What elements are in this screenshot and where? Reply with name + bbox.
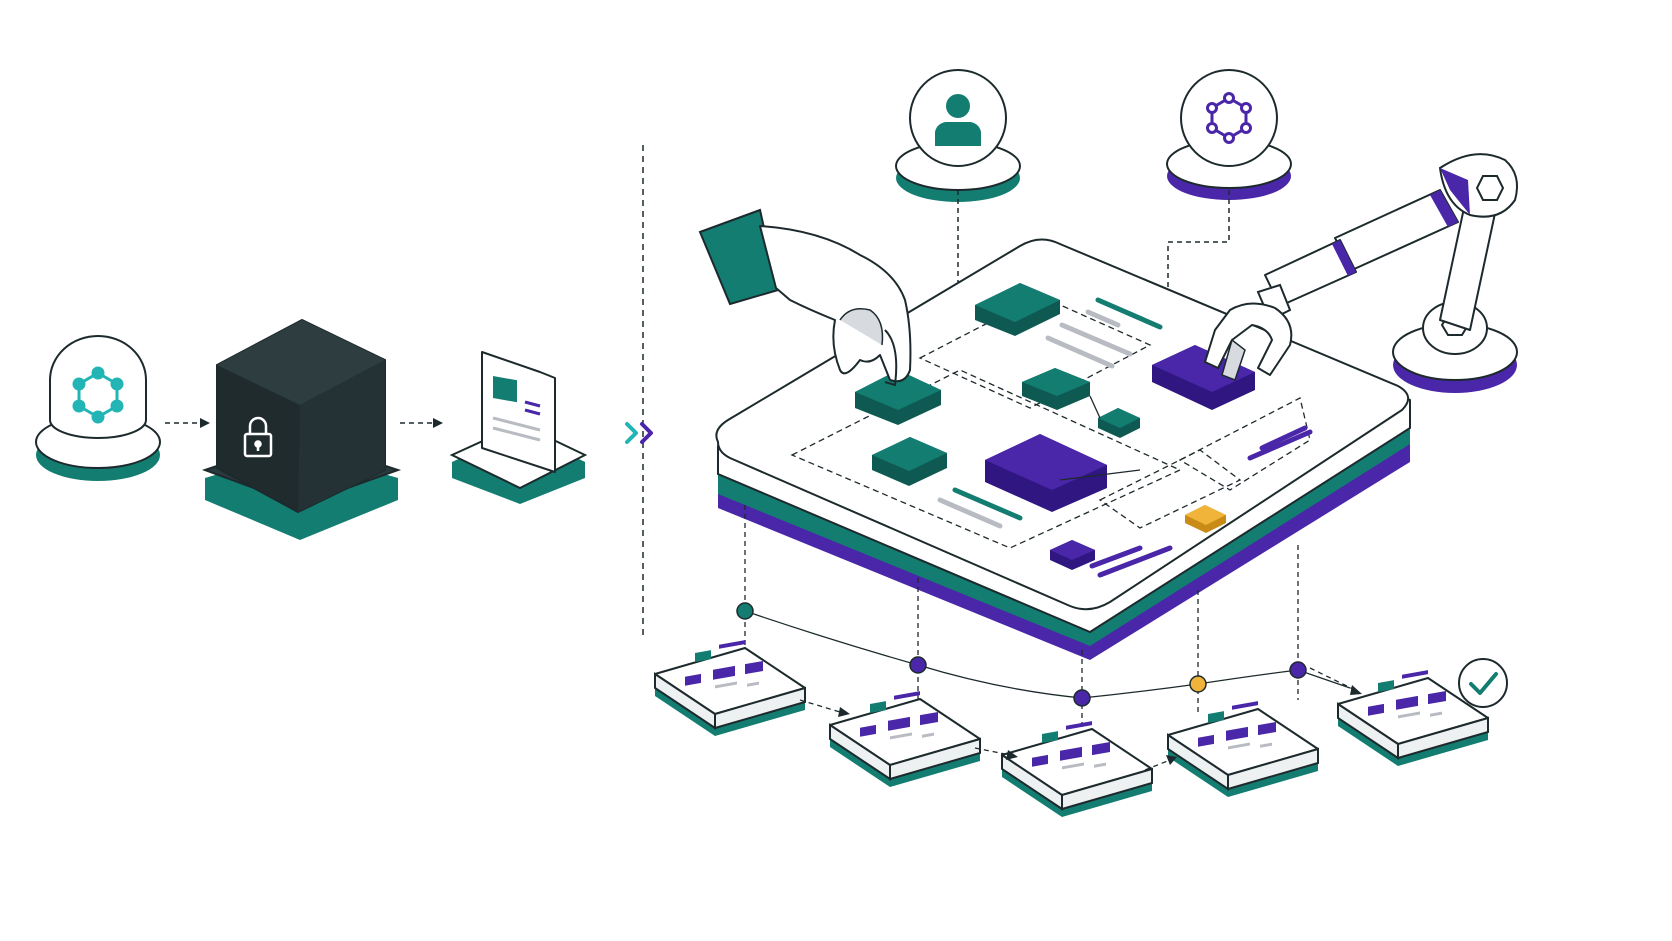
- amber-block: [1185, 505, 1226, 533]
- timeline-marker: [736, 602, 754, 620]
- model-node: [1166, 69, 1292, 300]
- timeline-markers: [736, 602, 1307, 707]
- teal-block-held: [855, 370, 941, 425]
- teal-block-2: [1022, 368, 1090, 410]
- person-icon: [935, 94, 981, 146]
- output-card-4: [1167, 700, 1319, 798]
- document-icon: [481, 351, 556, 473]
- timeline-marker: [909, 656, 927, 674]
- card-flow-arrows: [799, 667, 1362, 771]
- human-hand-icon: [698, 208, 912, 387]
- purple-block-small: [1050, 540, 1095, 570]
- output-card-1: [654, 639, 806, 737]
- checkmark-icon: [1458, 658, 1508, 708]
- output-card-3: [1001, 720, 1153, 818]
- teal-block-4: [872, 437, 947, 486]
- secure-vault: [201, 318, 402, 540]
- document-card: [449, 351, 588, 504]
- arrow-1: [165, 418, 210, 428]
- network-hexagon-icon: [72, 366, 124, 424]
- double-chevron-icon: [625, 422, 653, 444]
- source-node: [35, 335, 161, 481]
- teal-block-3: [1098, 408, 1140, 438]
- arrow-2: [400, 418, 443, 428]
- timeline-marker: [1289, 661, 1307, 679]
- purple-block-large: [985, 434, 1107, 512]
- timeline-marker: [1073, 689, 1091, 707]
- timeline-curve: [744, 610, 1351, 699]
- teal-block-1: [975, 283, 1060, 336]
- lock-icon: [243, 416, 273, 458]
- timeline-marker: [1189, 675, 1207, 693]
- output-card-2: [829, 690, 981, 788]
- robot-arm-icon: [1204, 153, 1518, 393]
- network-hexagon-icon: [1206, 92, 1252, 144]
- human-reviewer-node: [895, 69, 1021, 282]
